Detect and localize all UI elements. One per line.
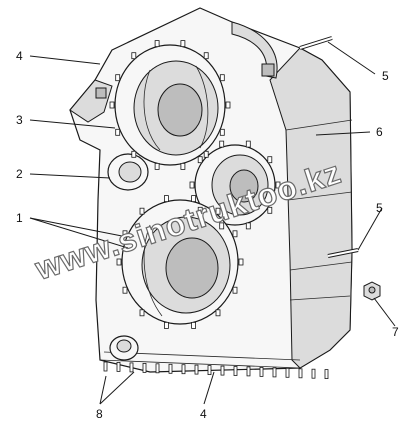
upper-bore xyxy=(114,44,226,166)
edge-bolt-icon xyxy=(246,366,251,377)
bolt-icon xyxy=(154,40,160,47)
bolt-icon xyxy=(275,181,281,189)
callout-1: 1 xyxy=(16,211,23,225)
middle-bore xyxy=(194,144,276,226)
bolt-icon xyxy=(131,52,137,60)
callout-5-bottom: 5 xyxy=(376,201,383,215)
bolt-icon xyxy=(219,128,225,136)
bolt-icon xyxy=(203,150,209,158)
bolt-icon xyxy=(180,162,186,170)
callout-4-bottom: 4 xyxy=(200,407,207,421)
edge-bolt-icon xyxy=(155,363,160,374)
bolt-icon xyxy=(197,206,203,214)
small-cap xyxy=(107,153,149,191)
callout-2: 2 xyxy=(16,167,23,181)
drain-boss xyxy=(109,335,139,361)
edge-bolt-icon xyxy=(272,367,277,378)
edge-bolt-icon xyxy=(116,361,121,372)
callout-labels: 4 3 2 1 5 6 5 7 8 4 xyxy=(16,49,399,421)
callout-8: 8 xyxy=(96,407,103,421)
flange-bolts xyxy=(109,40,281,329)
stud-top xyxy=(299,36,333,50)
bolt-icon xyxy=(191,195,197,203)
bolt-icon xyxy=(219,140,225,148)
edge-bolt-icon xyxy=(103,361,108,372)
edge-bolt-icon xyxy=(207,365,212,376)
edge-bolt-icon xyxy=(259,366,264,377)
leader-lines xyxy=(29,41,396,405)
bolt-icon xyxy=(267,206,273,214)
bolt-icon xyxy=(219,222,225,230)
bottom-edge-bolts xyxy=(103,361,329,380)
edge-bolt-icon xyxy=(220,365,225,376)
bolt-icon xyxy=(122,230,128,238)
edge-bolt-icon xyxy=(233,366,238,376)
lower-bore xyxy=(121,199,239,325)
bolt-icon xyxy=(238,258,244,266)
edge-bolt-icon xyxy=(298,368,303,379)
bolt-icon xyxy=(219,74,225,82)
edge-bolt-icon xyxy=(311,368,316,379)
bolt-icon xyxy=(139,207,145,215)
edge-bolt-icon xyxy=(168,363,173,374)
bolt-icon xyxy=(215,309,221,317)
callout-6: 6 xyxy=(376,125,383,139)
bolt-icon xyxy=(154,162,160,170)
bolt-icon xyxy=(197,156,203,164)
nut xyxy=(363,281,381,301)
callout-7: 7 xyxy=(392,325,399,339)
edge-bolt-icon xyxy=(129,362,134,373)
edge-bolt-icon xyxy=(324,369,329,380)
callout-4-top: 4 xyxy=(16,49,23,63)
edge-bolt-icon xyxy=(285,367,290,378)
bolt-icon xyxy=(232,286,238,294)
bolt-icon xyxy=(267,156,273,164)
bolt-icon xyxy=(191,321,197,329)
callout-3: 3 xyxy=(16,113,23,127)
edge-bolt-icon xyxy=(194,364,199,375)
upper-lug xyxy=(69,79,113,123)
bolt-icon xyxy=(139,309,145,317)
bolt-icon xyxy=(245,140,251,148)
bolt-icon xyxy=(245,222,251,230)
bolt-icon xyxy=(109,101,115,109)
bolt-icon xyxy=(122,286,128,294)
callout-5-top: 5 xyxy=(382,69,389,83)
bolt-icon xyxy=(232,230,238,238)
bolt-icon xyxy=(203,52,209,60)
edge-bolt-icon xyxy=(142,362,147,373)
bolt-icon xyxy=(189,181,195,189)
bolt-icon xyxy=(163,321,169,329)
bolt-icon xyxy=(180,40,186,47)
bolt-icon xyxy=(215,207,221,215)
bolt-icon xyxy=(131,150,137,158)
bolt-icon xyxy=(115,128,121,136)
bolt-icon xyxy=(163,195,169,203)
bolt-icon xyxy=(116,258,122,266)
edge-bolt-icon xyxy=(181,364,186,375)
stud-bottom xyxy=(327,248,359,258)
bolt-icon xyxy=(115,74,121,82)
bolt-icon xyxy=(225,101,231,109)
